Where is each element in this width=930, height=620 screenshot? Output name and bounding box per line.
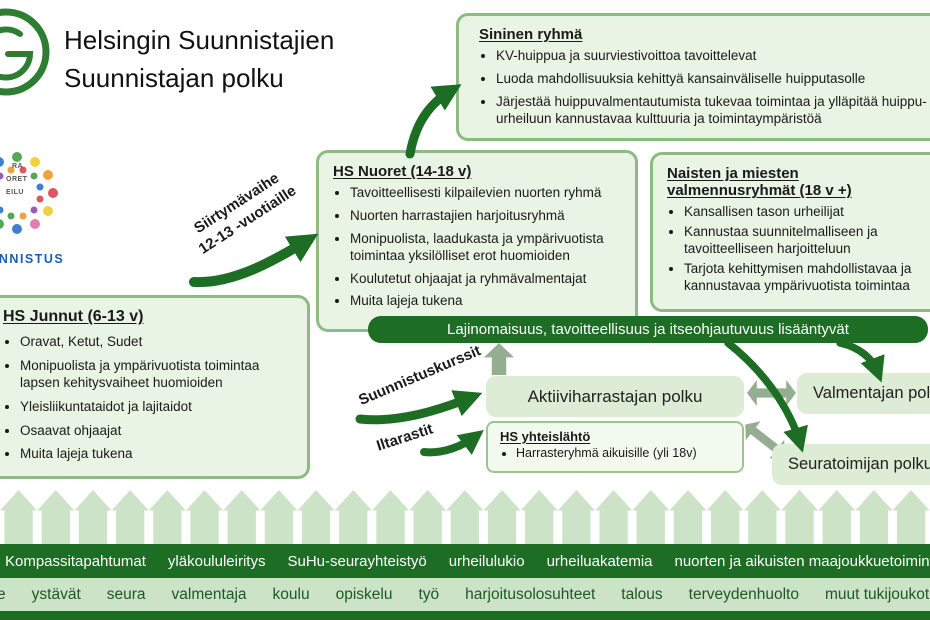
fence-picket [223,490,261,544]
bullet-item: Luoda mahdollisuuksia kehittyä kansainvä… [496,71,930,88]
seal-caption: SUUNNISTUS [0,252,65,266]
fence-picket [780,490,819,544]
fence-picket [743,490,781,544]
support-banner-light: perhe ystävät seura valmentaja koulu opi… [0,578,930,611]
fence-picket [446,490,484,544]
support-item: urheilulukio [448,552,525,570]
valmentajan-polku-box: Valmentajan polku [797,373,930,414]
curved-arrow-to-sininen [405,84,462,159]
box-title: Sininen ryhmä [479,26,583,43]
support-item: talous [621,585,663,603]
bullet-item: Monipuolista ja ympärivuotista toimintaa… [20,358,293,392]
fence-picket [371,490,410,544]
bullet-item: Kansallisen tason urheilijat [684,204,930,220]
bullet-item: Tarjota kehittymisen mahdollistavaa ja k… [684,261,930,294]
tahtiseura-seal-icon [0,152,58,234]
fence-picket [0,490,38,544]
bullet-item: Kannustaa suunnitelmalliseen ja tavoitte… [684,224,930,257]
support-item: muut tukijoukot [824,585,930,603]
support-item: terveydenhuolto [688,585,799,603]
fence-picket [520,490,558,544]
support-item: valmentaja [171,585,247,603]
bullet-item: Järjestää huippuvalmentautumista tukevaa… [496,94,930,128]
hs-nuoret-box: HS Nuoret (14-18 v) Tavoitteellisesti ki… [316,150,638,332]
bullet-item: Koulutetut ohjaajat ja ryhmävalmentajat [350,271,621,288]
bullet-item: Nuorten harrastajien harjoitusryhmä [350,208,621,225]
fence-picket [669,490,707,544]
fence-picket [557,490,595,544]
page-title-line1: Helsingin Suunnistajien [64,25,335,55]
lajinomaisuus-banner: Lajinomaisuus, tavoitteellisuus ja itseo… [368,316,928,343]
aktiiviharrastaja-box: Aktiiviharrastajan polku [486,376,744,417]
bullet-item: Monipuolista, laadukasta ja ympärivuotis… [350,231,621,265]
fence-picket [706,490,744,544]
curved-arrow-to-valmentaja [836,339,885,383]
bullet-list: Oravat, Ketut, Sudet Monipuolista ja ymp… [20,334,293,463]
fence-picket [111,490,149,544]
fence-picket [892,490,930,544]
support-item: koulu [272,585,310,603]
club-logo [0,8,50,96]
fence-picket [334,490,372,544]
bullet-item: Yleisliikuntataidot ja lajitaidot [20,399,293,416]
sininen-ryhma-box: Sininen ryhmä KV-huippua ja suurviestivo… [456,13,930,141]
bullet-list: Tavoitteellisesti kilpailevien nuorten r… [350,185,621,310]
hs-yhteislahto-box: HS yhteislähtö Harrasteryhmä aikuisille … [486,421,744,473]
support-item: SuHu-seurayhteistyö [287,552,427,570]
bullet-item: KV-huippua ja suurviestivoittoa tavoitte… [496,48,930,65]
support-item: opiskelu [335,585,393,603]
bottom-strip [0,611,930,620]
fence-picket [483,490,521,544]
support-item: seura [106,585,146,603]
bullet-item: Tavoitteellisesti kilpailevien nuorten r… [350,185,621,202]
support-banner-dark: Kompassitapahtumat yläkoululeiritys SuHu… [0,544,930,578]
box-title-line2: valmennusryhmät (18 v +) [667,182,852,199]
fence-decoration [0,490,930,544]
bullet-item: Muita lajeja tukena [350,293,621,310]
support-item: työ [418,585,440,603]
bullet-list: Kansallisen tason urheilijat Kannustaa s… [684,204,930,294]
bullet-list: Harrasteryhmä aikuisille (yli 18v) [516,446,730,460]
support-item: ystävät [31,585,81,603]
box-title: HS Nuoret (14-18 v) [333,163,472,180]
fence-picket [74,490,112,544]
bullet-item: Osaavat ohjaajat [20,423,293,440]
support-item: Kompassitapahtumat [5,552,146,570]
curved-arrow-to-seuratoimija [724,339,808,453]
bullet-item: Oravat, Ketut, Sudet [20,334,293,351]
bullet-item: Harrasteryhmä aikuisille (yli 18v) [516,446,730,460]
support-item: urheiluakatemia [546,552,653,570]
hs-junnut-box: HS Junnut (6-13 v) Oravat, Ketut, Sudet … [0,295,310,479]
box-title: Naisten ja miesten valmennusryhmät (18 v… [667,165,930,199]
seal-text-fragment: RA [12,163,24,170]
curved-arrow-kurssit [355,390,483,425]
fence-picket [409,490,447,544]
fence-picket [818,490,856,544]
support-banner-light-row: perhe ystävät seura valmentaja koulu opi… [0,578,929,611]
box-title-line1: Naisten ja miesten [667,165,799,182]
support-item: harjoitusolosuhteet [465,585,596,603]
curved-arrow-iltarastit [420,429,484,457]
fence-picket [595,490,633,544]
page-title: Helsingin Suunnistajien Suunnistajan pol… [64,22,334,97]
valmennusryhmat-box: Naisten ja miesten valmennusryhmät (18 v… [650,152,930,312]
fence-picket [855,490,893,544]
fence-picket [632,490,670,544]
fence-picket [37,490,75,544]
seal-text-fragment: EILU [6,189,24,196]
seal-text-fragment: ORET [6,176,28,183]
fence-picket [185,490,224,544]
curved-arrow-siirtyma [189,233,319,288]
support-item: perhe [0,585,6,603]
box-title: HS yhteislähtö [500,429,591,444]
bullet-list: KV-huippua ja suurviestivoittoa tavoitte… [496,48,930,128]
fence-picket [260,490,298,544]
fence-picket [297,490,335,544]
support-item: yläkoululeiritys [167,552,266,570]
page-title-line2: Suunnistajan polku [64,62,284,93]
box-title: HS Junnut (6-13 v) [3,308,144,325]
support-item: nuorten ja aikuisten maajoukkuetoiminta [674,552,930,570]
fence-picket [148,490,186,544]
bullet-item: Muita lajeja tukena [20,446,293,463]
